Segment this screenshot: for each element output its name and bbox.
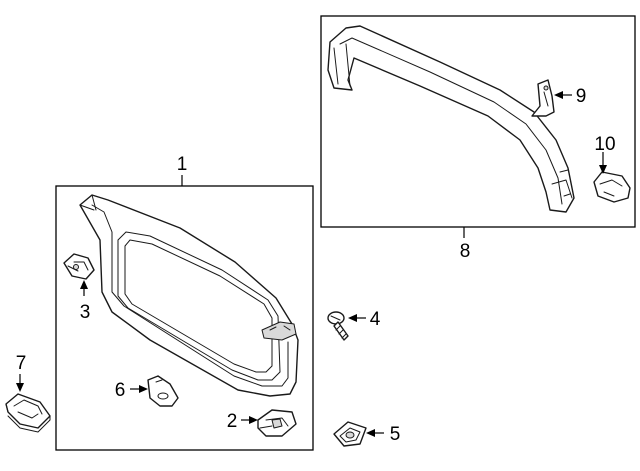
screw-part-4 bbox=[327, 311, 349, 341]
callout-6: 6 bbox=[115, 380, 126, 401]
end-cap-part-10 bbox=[593, 171, 631, 203]
callout-8: 8 bbox=[460, 241, 471, 262]
tailgate-trim-panel bbox=[79, 194, 299, 397]
group-frame-8 bbox=[320, 15, 636, 228]
clip-part-3 bbox=[63, 253, 95, 280]
callout-2: 2 bbox=[227, 411, 238, 432]
cap-part-6 bbox=[147, 375, 179, 407]
retainer-part-2 bbox=[257, 409, 297, 437]
garnish-molding bbox=[327, 25, 575, 213]
callout-4: 4 bbox=[370, 309, 381, 330]
group-frame-1 bbox=[55, 185, 314, 451]
callout-10: 10 bbox=[594, 134, 615, 155]
nut-part-5 bbox=[333, 421, 367, 447]
callout-3: 3 bbox=[80, 302, 91, 323]
bracket-part-7 bbox=[5, 393, 51, 433]
callout-1: 1 bbox=[177, 154, 188, 175]
bracket-part-9 bbox=[531, 79, 555, 117]
callout-9: 9 bbox=[576, 86, 587, 107]
callout-5: 5 bbox=[390, 424, 401, 445]
callout-7: 7 bbox=[16, 353, 27, 374]
